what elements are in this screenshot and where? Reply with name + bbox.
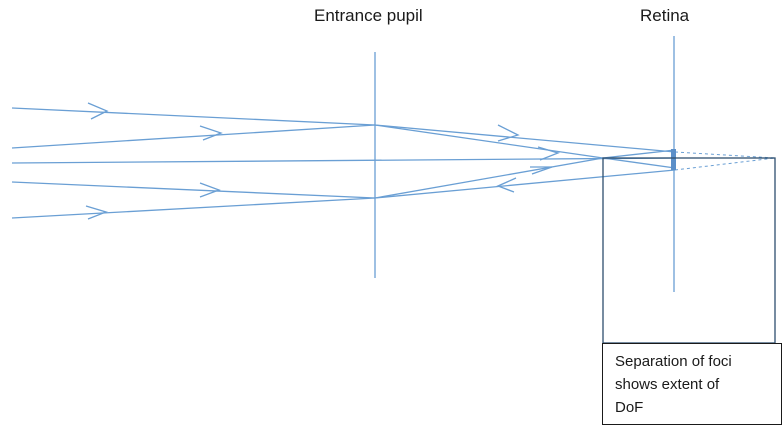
ray-upper-incoming [11, 124, 376, 149]
ray-bottom-refracted [374, 157, 604, 199]
retina-label: Retina [640, 6, 690, 25]
ray-axis [11, 157, 676, 164]
callout-line: Separation of foci [615, 353, 732, 370]
callout-line: DoF [615, 399, 644, 416]
ray-diverging-upper [602, 149, 676, 159]
dof-box [602, 157, 776, 344]
ray-bottom-incoming [11, 197, 376, 219]
dof-callout: Separation of foci shows extent of DoF [602, 343, 782, 425]
ray-lower-incoming [11, 181, 376, 199]
dashed-extension-upper [674, 151, 776, 159]
ray-top-incoming [11, 107, 376, 126]
arrowhead [537, 146, 560, 161]
callout-line: shows extent of [615, 376, 720, 393]
ray-lower-refracted [374, 169, 676, 199]
ray-upper-refracted [374, 124, 604, 159]
arrowhead [85, 205, 108, 220]
arrowhead [199, 182, 221, 198]
ray-diverging-lower [602, 157, 676, 169]
arrowheads [85, 102, 560, 220]
arrowhead [199, 125, 223, 141]
arrowhead [87, 102, 109, 120]
dashed-extension-lower [674, 157, 776, 171]
blur-spot [671, 149, 676, 170]
arrowhead [497, 124, 520, 142]
entrance-pupil-label: Entrance pupil [314, 6, 423, 25]
arrowhead [496, 177, 517, 193]
ray-top-refracted [374, 124, 676, 153]
arrowhead [530, 166, 553, 175]
